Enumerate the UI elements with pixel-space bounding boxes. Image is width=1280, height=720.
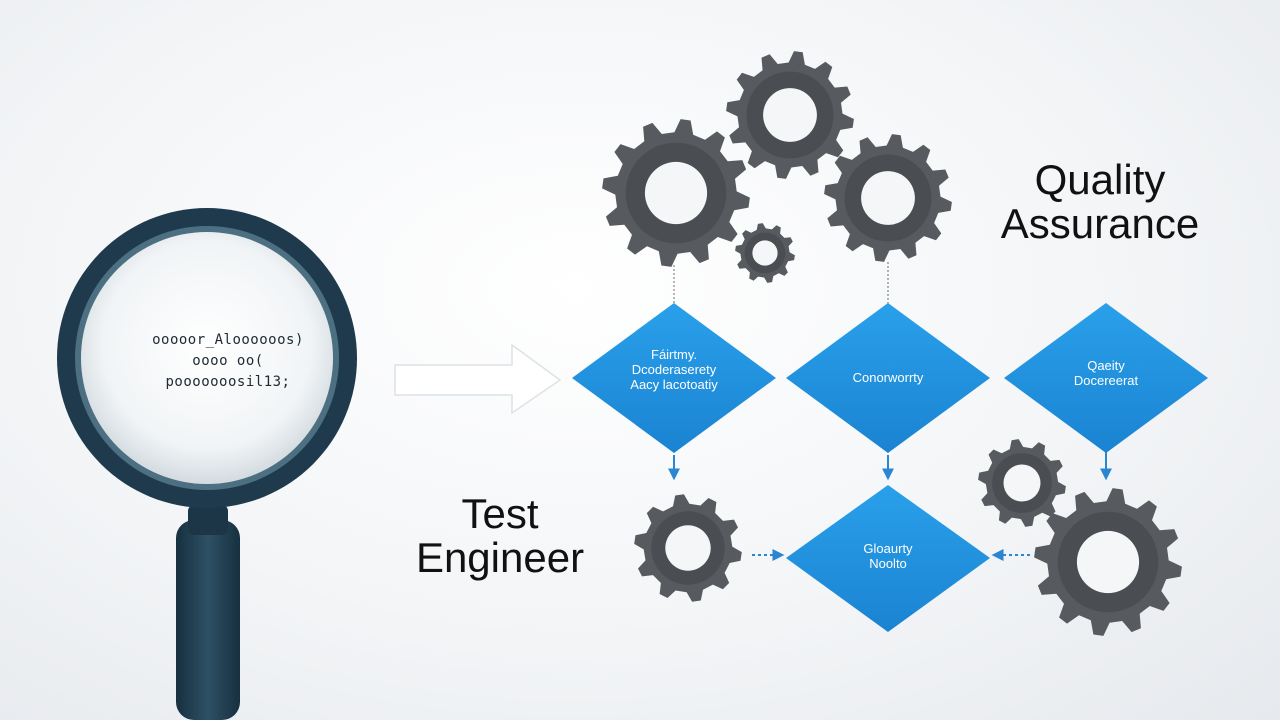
connectors (673, 262, 889, 308)
diamond-label-line: Qaeity (1087, 358, 1125, 373)
gear-bottom-right-large-icon (1034, 488, 1182, 636)
gear-hole (752, 240, 778, 266)
gear-hole (644, 161, 708, 225)
magnifier-code-text: ooooor_Aloooooos) oooo oo( pooooooosil13… (118, 330, 338, 393)
diamond-top-middle (786, 303, 990, 453)
gear-hole (763, 88, 817, 142)
heading-quality-assurance: Quality Assurance (960, 158, 1240, 246)
gear-small-top-icon (735, 223, 795, 283)
flow-arrows (668, 450, 1112, 561)
diamond-label-line: Docereerat (1073, 373, 1139, 388)
diamond-top-right-label: Qaeity Docereerat (1031, 358, 1181, 388)
gear-top-left-icon (602, 119, 750, 267)
magnifier-lens (81, 232, 333, 484)
magnifier-line: ooooor_Aloooooos) (152, 332, 304, 348)
diamond-bottom-middle (786, 485, 990, 632)
diamond-label-line: Noolto (869, 556, 907, 571)
heading-line: Test (461, 490, 539, 537)
diamond-top-middle-label: Conorworrty (813, 370, 963, 385)
magnifier-icon (57, 208, 357, 720)
gear-bottom-left-icon (634, 494, 742, 602)
diamond-bottom-middle-label: Gloaurty Noolto (813, 541, 963, 571)
gear-top-center-icon (726, 51, 854, 179)
diamond-top-left (572, 303, 776, 453)
diamond-label-line: Conorworrty (852, 370, 924, 385)
gear-hole (665, 525, 711, 571)
heading-line: Quality (1034, 156, 1166, 203)
main-arrow (394, 343, 562, 415)
heading-line: Assurance (1000, 200, 1200, 247)
diamond-label-line: Aacy lacotoatiy (630, 377, 718, 392)
diamond-top-left-label: Fáirtmy. Dcoderaserety Aacy lacotoatiy (599, 347, 749, 392)
gear-top-right-icon (824, 134, 952, 262)
magnifier-line: pooooooosil13; (165, 374, 291, 390)
heading-test-engineer: Test Engineer (375, 492, 625, 580)
diamond-top-right (1004, 303, 1208, 453)
gear-hole (1003, 464, 1041, 502)
magnifier-line: oooo oo( (192, 353, 264, 369)
magnifier-collar (188, 505, 228, 535)
diamond-label-line: Dcoderaserety (631, 362, 717, 377)
magnifier-handle (176, 520, 240, 720)
gears (602, 51, 1182, 636)
gear-bottom-right-small-icon (978, 439, 1066, 527)
heading-line: Engineer (415, 534, 585, 581)
gear-hole (1076, 530, 1140, 594)
diamond-label-line: Fáirtmy. (651, 347, 697, 362)
gear-hole (861, 171, 915, 225)
diamond-label-line: Gloaurty (863, 541, 913, 556)
